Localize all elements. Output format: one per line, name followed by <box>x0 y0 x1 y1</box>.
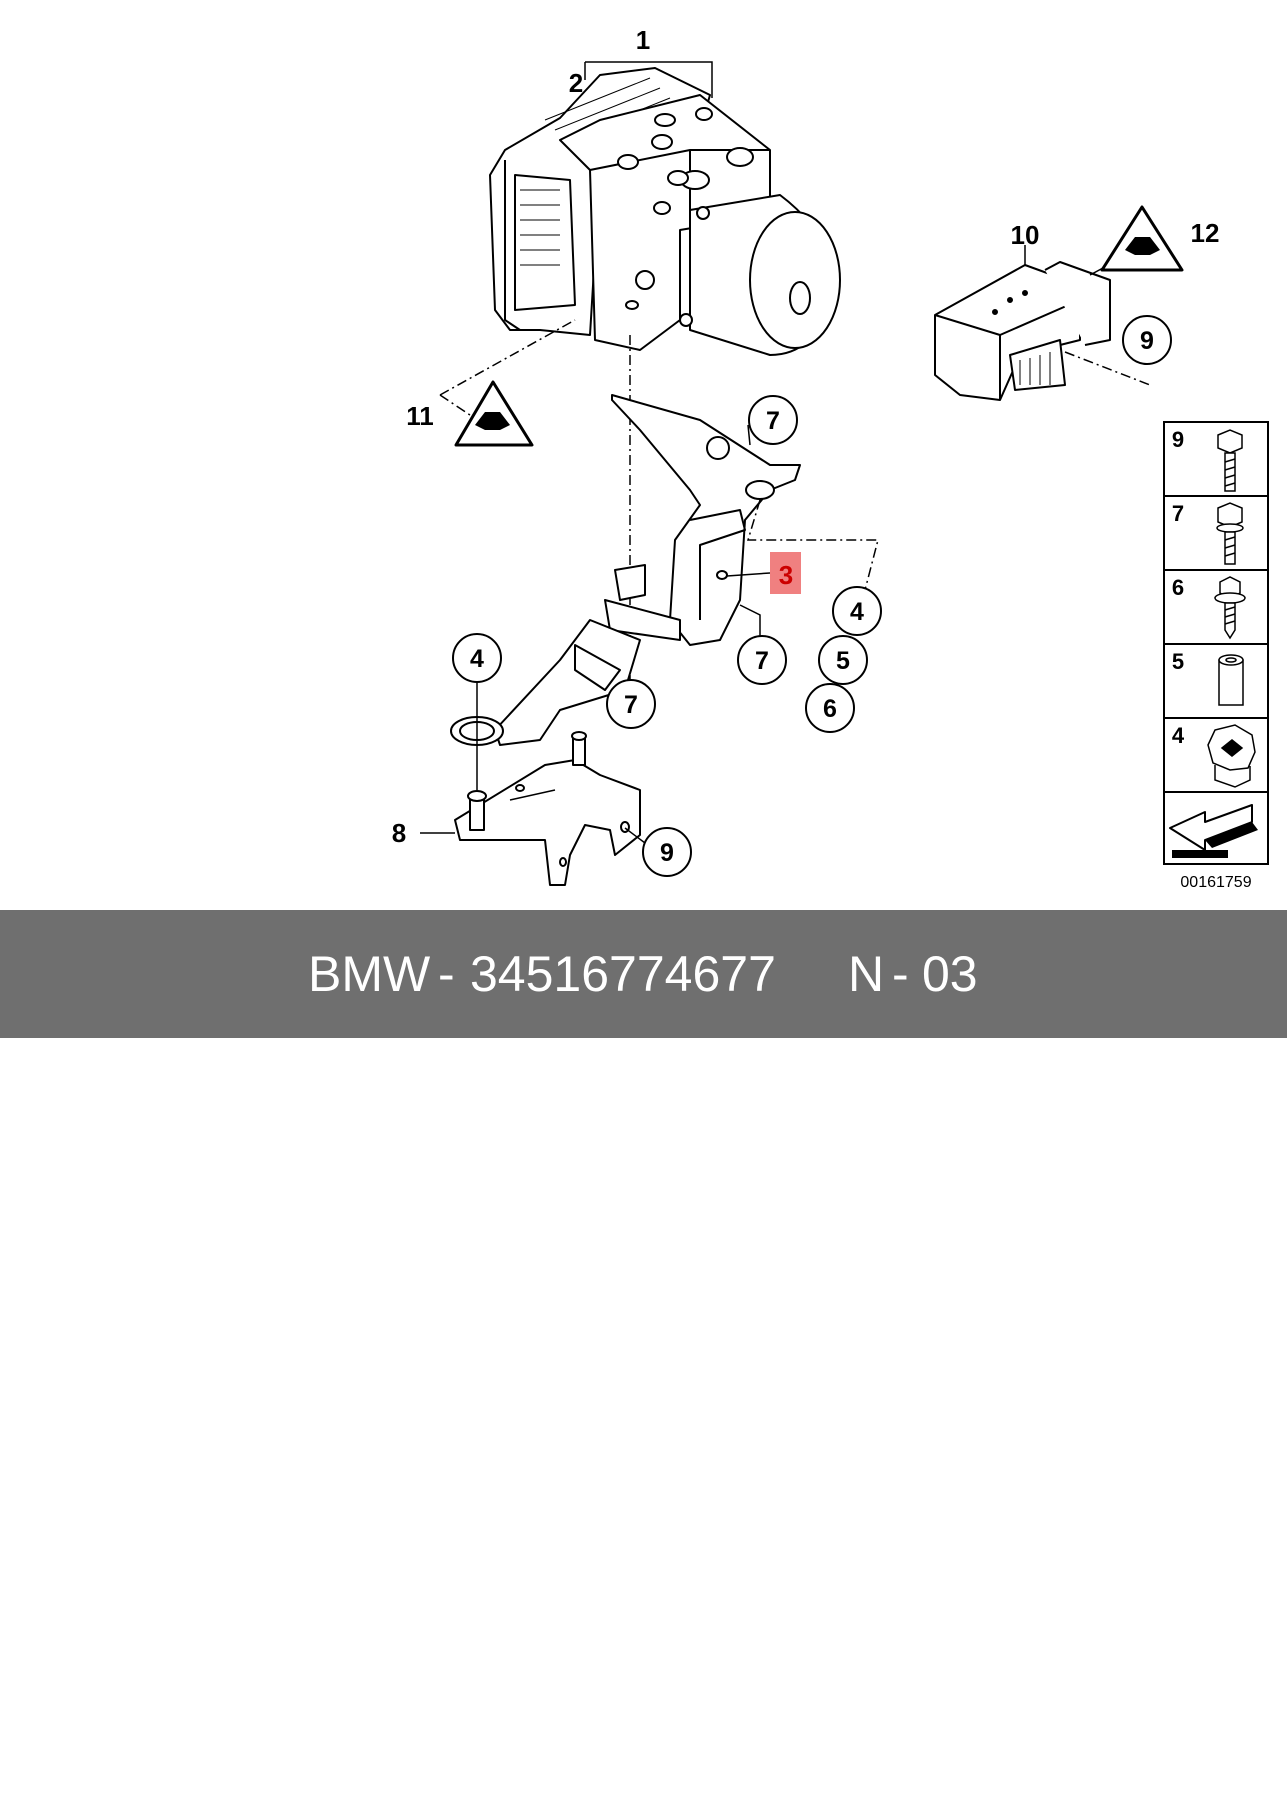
svg-text:4: 4 <box>470 645 484 673</box>
sensor-bolt-line <box>1064 351 1151 386</box>
callout-3-highlight <box>770 552 801 594</box>
part-number-footer: BMW - 34516774677 N - 03 <box>0 910 1287 1038</box>
svg-text:9: 9 <box>660 839 674 867</box>
svg-text:4: 4 <box>850 598 864 626</box>
yaw-rate-sensor-drawing <box>934 261 1111 401</box>
footer-separator-2: - <box>892 946 909 1002</box>
callout-6: 6 <box>805 683 855 733</box>
svg-text:6: 6 <box>823 695 837 723</box>
warning-label-triangle-11 <box>454 380 534 447</box>
rubber-grommet-icon <box>1207 724 1256 788</box>
callout-8: 8 <box>392 818 406 848</box>
callout-labels: 1 2 10 12 11 8 3 7 4 5 6 7 <box>392 25 1220 877</box>
callout-1-bracket-line <box>584 61 713 98</box>
callout-7-bottom: 7 <box>606 679 656 729</box>
callout-12: 12 <box>1191 218 1220 248</box>
legend-row-1-number: 7 <box>1172 501 1184 526</box>
footer-separator-1: - <box>438 946 455 1002</box>
callout-7-middle: 7 <box>737 635 787 685</box>
svg-text:5: 5 <box>836 647 850 675</box>
callout-1: 1 <box>636 25 650 55</box>
svg-text:7: 7 <box>755 647 769 675</box>
callout-4-right: 4 <box>832 586 882 636</box>
footer-brand: BMW <box>308 946 431 1002</box>
callout-11-leaders <box>439 319 576 416</box>
direction-arrow-icon <box>1169 804 1258 858</box>
bolt-hex-long-icon <box>1217 429 1243 492</box>
callout-2: 2 <box>569 68 583 98</box>
svg-text:7: 7 <box>766 407 780 435</box>
fastener-legend: 9 7 6 5 4 <box>1163 421 1269 865</box>
svg-text:9: 9 <box>1140 327 1154 355</box>
bolt-hex-flange-icon <box>1216 502 1244 565</box>
mounting-bracket-drawing <box>450 394 801 746</box>
legend-row-4-number: 4 <box>1172 723 1185 748</box>
footer-part-number: 34516774677 <box>470 946 776 1002</box>
legend-row-0-number: 9 <box>1172 427 1184 452</box>
abs-hydraulic-unit-drawing <box>489 67 841 356</box>
legend-row-2-number: 6 <box>1172 575 1184 600</box>
support-plate-drawing <box>454 731 641 886</box>
callout-9-sensor: 9 <box>1122 315 1172 365</box>
callout-4-left: 4 <box>452 633 502 683</box>
self-tapping-screw-icon <box>1214 576 1246 640</box>
callout-3: 3 <box>779 560 793 590</box>
warning-label-triangle-12 <box>1100 205 1184 272</box>
svg-text:7: 7 <box>624 691 638 719</box>
callout-10: 10 <box>1011 220 1040 250</box>
callout-11: 11 <box>406 401 434 431</box>
footer-position-number: 03 <box>922 946 978 1002</box>
parts-diagram: 1 2 10 12 11 8 3 7 4 5 6 7 <box>392 25 1269 891</box>
bracket-callout-leaders <box>420 424 879 844</box>
callout-9-bottom: 9 <box>642 827 692 877</box>
callout-7-top: 7 <box>748 395 798 445</box>
callout-5: 5 <box>818 635 868 685</box>
footer-position-code: N <box>848 946 885 1002</box>
drawing-number: 00161759 <box>1180 874 1251 891</box>
legend-row-3-number: 5 <box>1172 649 1184 674</box>
spacer-sleeve-icon <box>1218 654 1244 706</box>
